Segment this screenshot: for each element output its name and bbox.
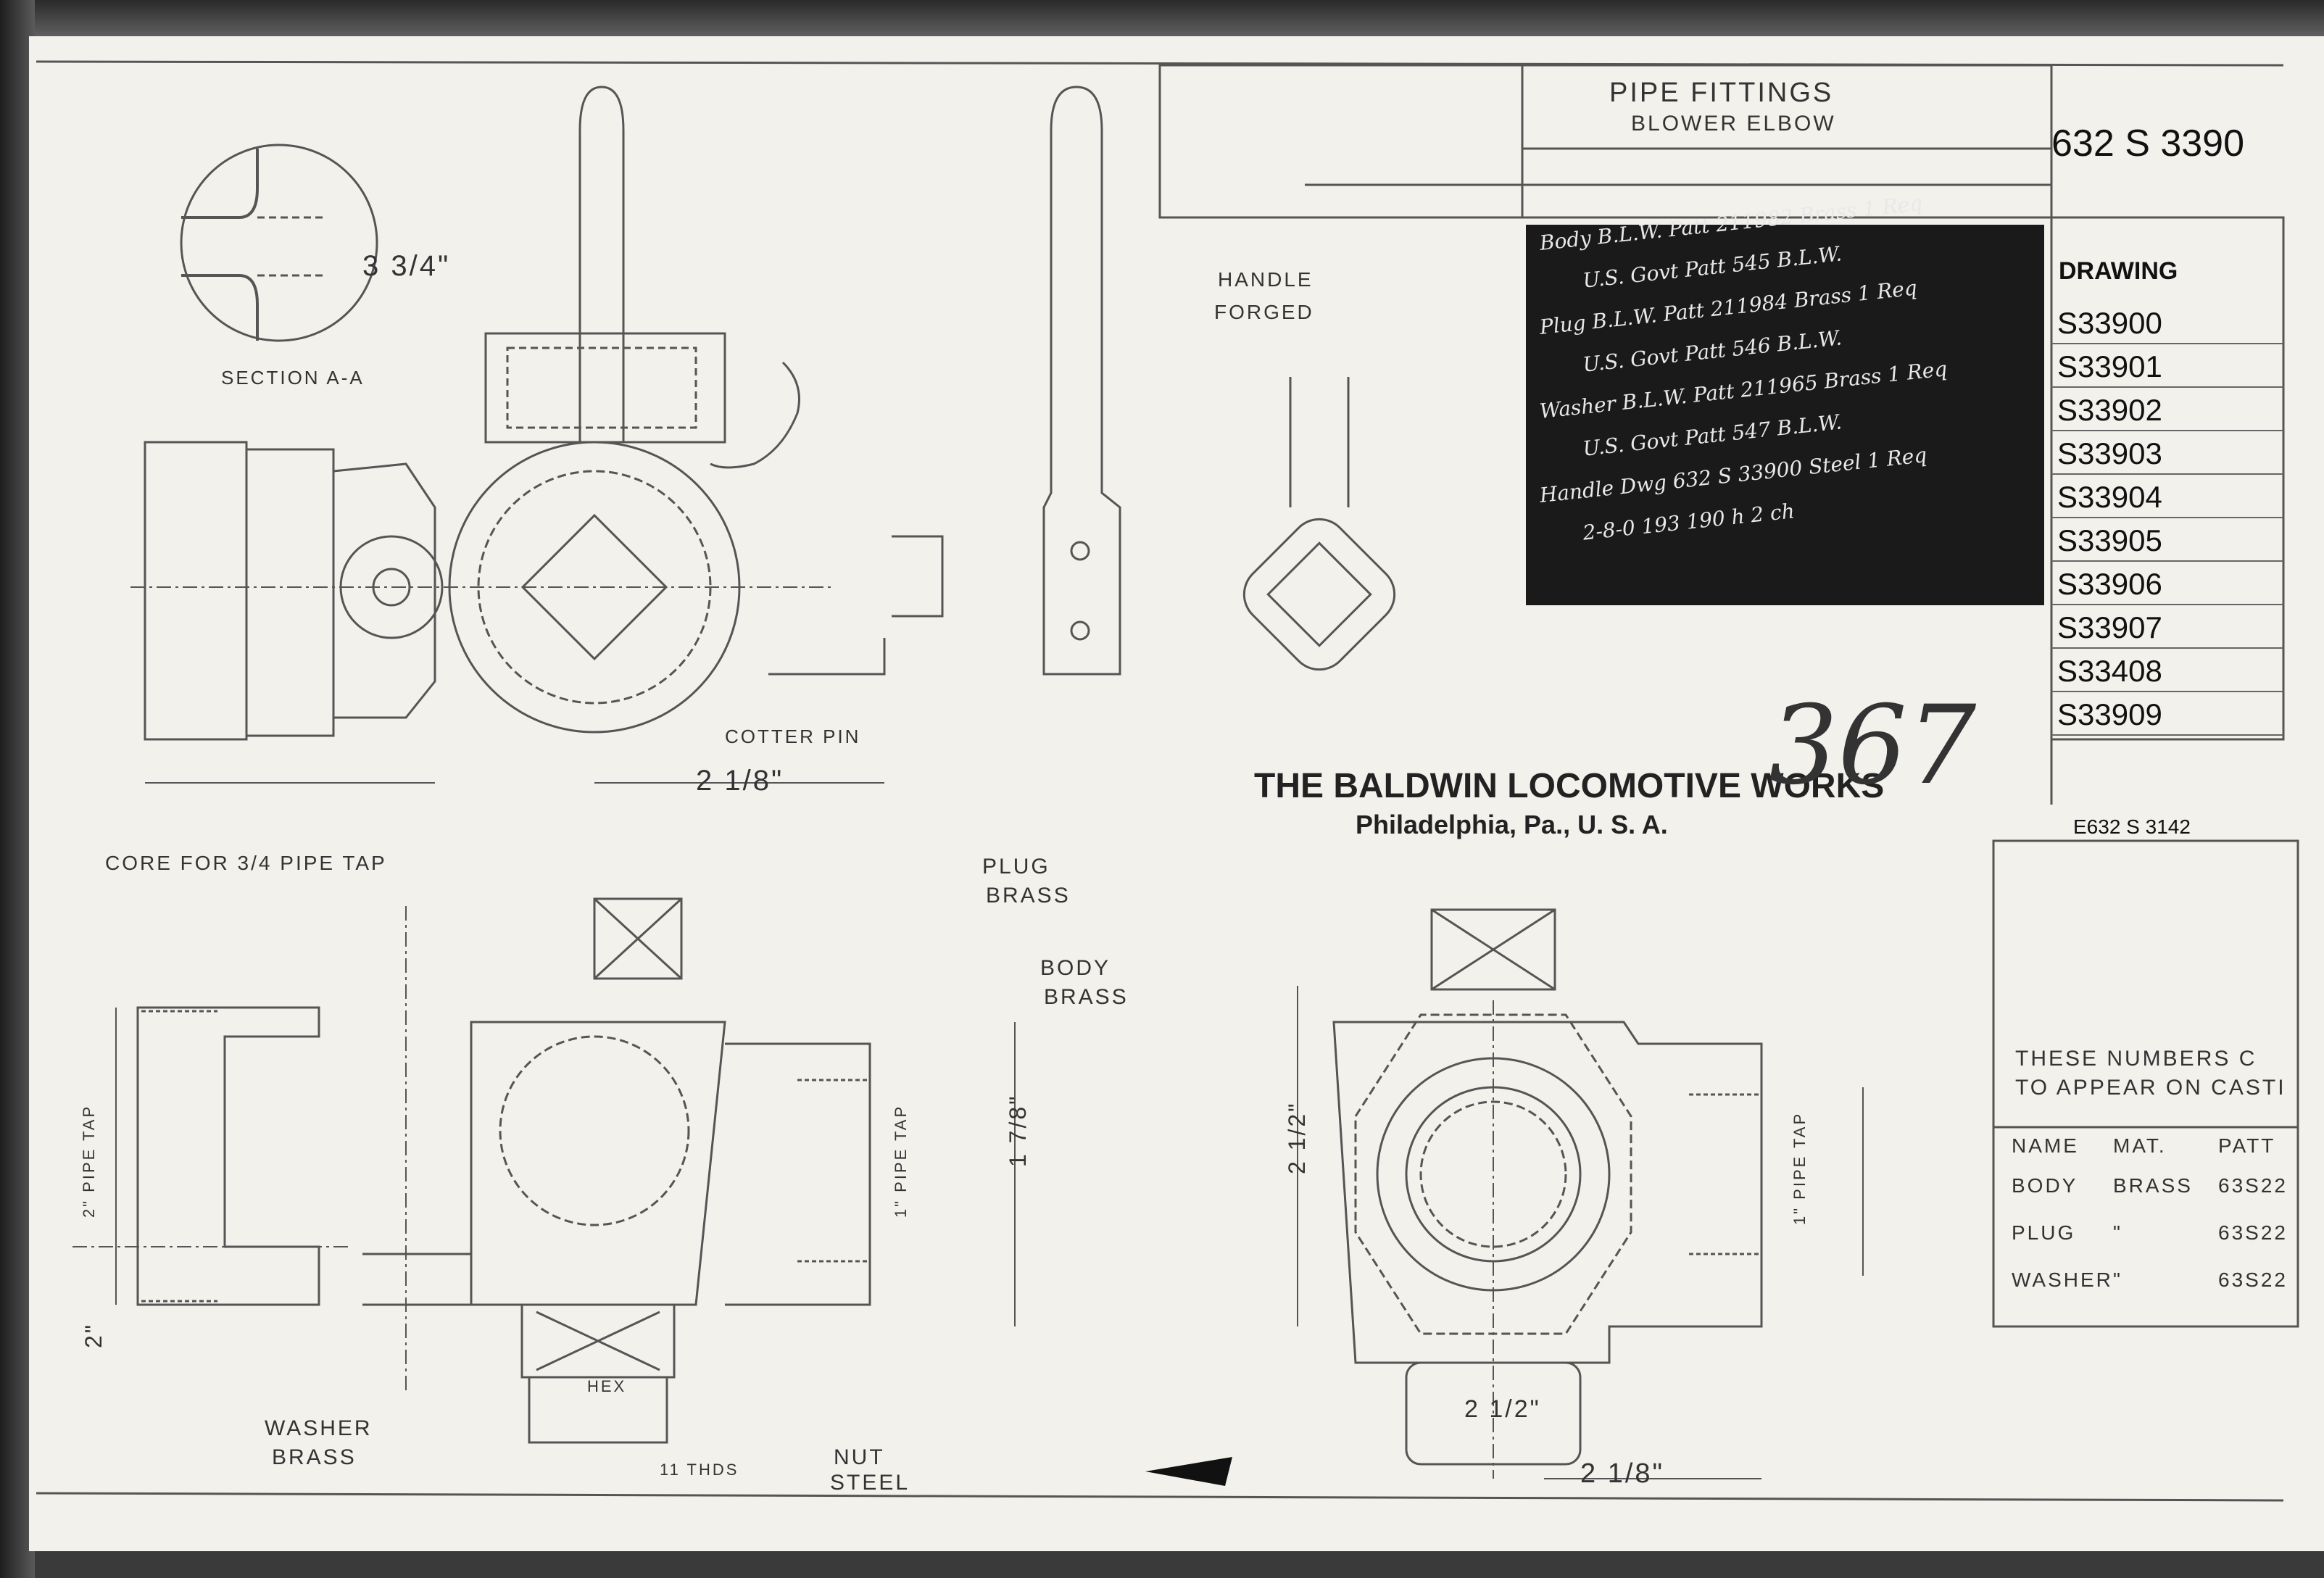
drawing-list-item: S33900	[2057, 306, 2162, 340]
label-body: BODY	[1040, 956, 1111, 980]
label-cotter-pin: COTTER PIN	[725, 726, 860, 747]
drawing-list-header: DRAWING	[2059, 257, 2178, 285]
castings-heading-2: TO APPEAR ON CASTI	[2015, 1076, 2286, 1100]
label-thds: 11 THDS	[660, 1461, 739, 1479]
dim-1-7-8: 1 7/8"	[1005, 1094, 1031, 1167]
label-nut: NUT	[834, 1445, 885, 1469]
castings-cell: 63S22	[2218, 1268, 2288, 1291]
label-body-material: BRASS	[1044, 985, 1129, 1009]
dim-3-3-4: 3 3/4"	[362, 250, 450, 282]
castings-table-frame	[1992, 839, 2299, 1328]
label-washer-material: BRASS	[272, 1445, 357, 1469]
assembly-section-view	[362, 897, 871, 1444]
drawing-list: S33900S33901S33902S33903S33904S33905S339…	[2051, 306, 2283, 736]
assembly-end-view	[1332, 908, 1763, 1479]
label-section: SECTION A-A	[221, 367, 365, 389]
drawing-list-item: S33408	[2057, 654, 2162, 688]
label-plug-material: BRASS	[986, 884, 1071, 908]
label-forged: FORGED	[1214, 301, 1314, 323]
drawing-number: 632 S 3390	[2051, 122, 2244, 165]
drawing-list-item: S33906	[2057, 567, 2162, 601]
dim-2-1-2-vertical: 2 1/2"	[1284, 1101, 1310, 1174]
castings-cell: WASHER	[2012, 1268, 2113, 1291]
dimension-lines	[115, 782, 1864, 1479]
castings-cell: PLUG	[2012, 1221, 2075, 1244]
drawing-ref: E632 S 3142	[2073, 815, 2191, 838]
drawing-list-item: S33902	[2057, 393, 2162, 427]
label-plug: PLUG	[982, 855, 1050, 879]
castings-cell: BRASS	[2113, 1174, 2193, 1197]
drawing-list-item: S33907	[2057, 610, 2162, 644]
label-handle: HANDLE	[1218, 268, 1314, 291]
label-nut-material: STEEL	[830, 1471, 910, 1495]
pipe-section-view	[72, 1006, 348, 1306]
handle-side-view	[768, 86, 1121, 676]
subtitle-text: BLOWER ELBOW	[1631, 112, 1836, 136]
castings-column-header: PATT	[2218, 1134, 2275, 1157]
label-core: CORE FOR 3/4 PIPE TAP	[105, 852, 387, 874]
castings-column-header: MAT.	[2113, 1134, 2167, 1157]
label-pipe-tap: 1" PIPE TAP	[892, 1105, 910, 1218]
handle-forged-view	[1242, 377, 1396, 671]
notes-panel	[1526, 225, 2044, 605]
label-pipe-tap-right: 1" PIPE TAP	[1790, 1112, 1809, 1225]
dim-2-1-8: 2 1/8"	[696, 765, 784, 797]
section-a-a-view	[180, 144, 378, 342]
label-washer: WASHER	[265, 1416, 373, 1440]
border-bottom	[36, 1492, 2284, 1502]
dim-2: 2"	[80, 1323, 107, 1348]
castings-cell: 63S22	[2218, 1174, 2288, 1197]
label-pipe-tap-2: 2" PIPE TAP	[80, 1105, 98, 1218]
title-block-frame	[1158, 64, 2285, 805]
drawing-list-item: S33903	[2057, 436, 2162, 470]
dim-2-1-8b: 2 1/8"	[1580, 1458, 1664, 1489]
castings-cell: BODY	[2012, 1174, 2078, 1197]
body-elevation-view	[130, 332, 834, 741]
castings-cell: "	[2113, 1268, 2122, 1291]
drawing-list-item: S33909	[2057, 697, 2162, 731]
drawing-list-item: S33904	[2057, 480, 2162, 514]
company-city: Philadelphia, Pa., U. S. A.	[1356, 810, 1668, 839]
handle-front-view	[578, 86, 800, 469]
company-stamp: THE BALDWIN LOCOMOTIVE WORKS	[1254, 767, 1884, 805]
castings-column-header: NAME	[2012, 1134, 2079, 1157]
castings-heading-1: THESE NUMBERS C	[2015, 1047, 2257, 1071]
label-hex: HEX	[587, 1377, 626, 1395]
dim-2-1-2: 2 1/2"	[1464, 1395, 1541, 1423]
title-text: PIPE FITTINGS	[1609, 78, 1833, 108]
castings-cell: "	[2113, 1221, 2122, 1244]
handwritten-number: 367	[1769, 683, 1977, 809]
castings-cell: 63S22	[2218, 1221, 2288, 1244]
drawing-list-item: S33905	[2057, 523, 2162, 557]
drawing-list-item: S33901	[2057, 349, 2162, 383]
ink-blot	[1145, 1457, 1232, 1486]
